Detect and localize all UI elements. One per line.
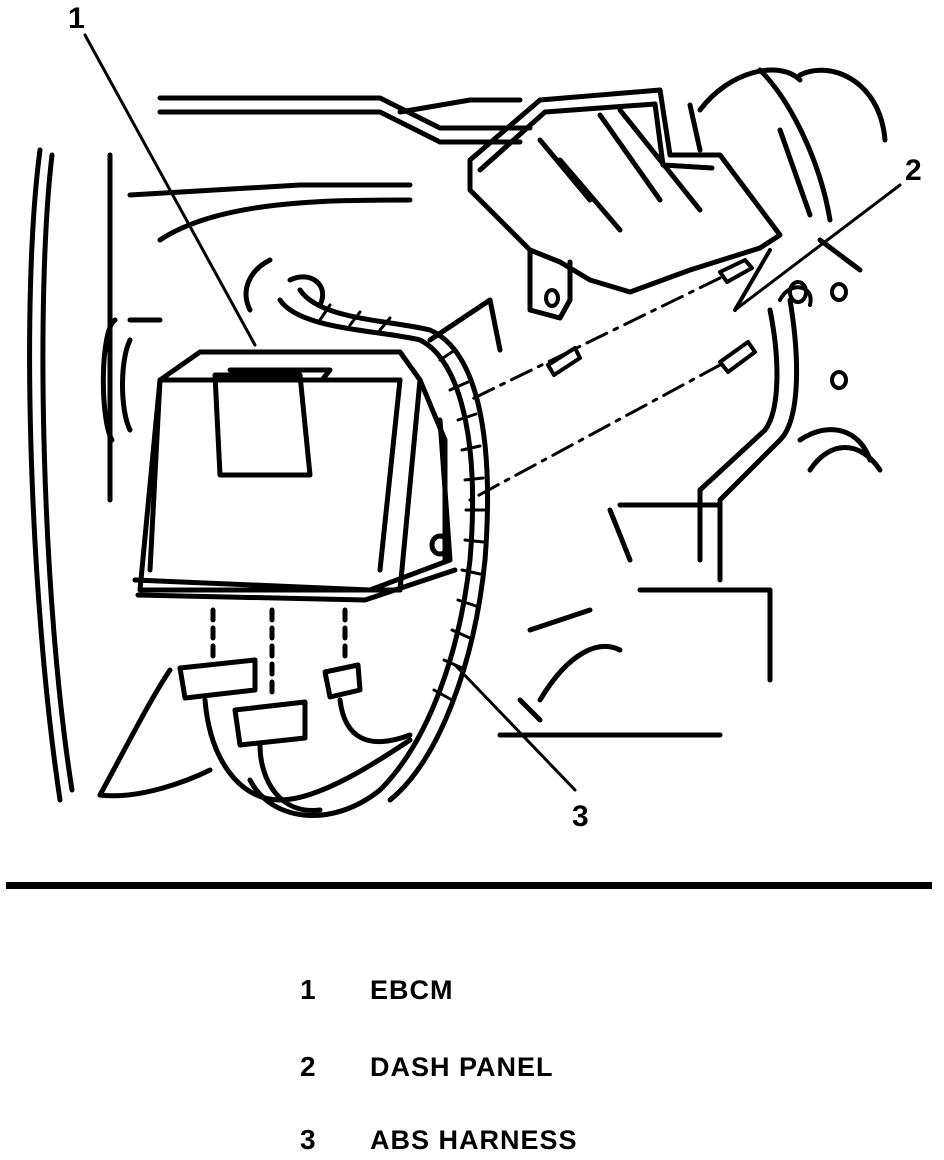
legend-row: 3 ABS HARNESS xyxy=(300,1120,578,1160)
ebcm-module xyxy=(132,349,458,603)
legend-number: 3 xyxy=(300,1124,317,1155)
mount-holes xyxy=(544,280,848,390)
legend-label: DASH PANEL xyxy=(370,1051,554,1082)
callout-2: 2 xyxy=(905,154,922,187)
separator-rule xyxy=(6,882,932,889)
ebcm-connectors xyxy=(177,607,363,748)
legend-number: 2 xyxy=(300,1051,317,1082)
mounting-studs xyxy=(468,248,772,502)
legend-number: 1 xyxy=(300,974,317,1005)
callout-1: 1 xyxy=(68,2,85,35)
dash-panel-outline xyxy=(27,67,888,803)
ebcm-diagram: 1 2 3 xyxy=(27,2,922,833)
legend-row: 1 EBCM xyxy=(300,970,454,1010)
leader-lines xyxy=(83,33,902,792)
dash-panel-bracket xyxy=(467,87,783,321)
callout-3: 3 xyxy=(572,800,589,833)
harness-wrap-marks xyxy=(318,303,486,702)
legend-label: EBCM xyxy=(370,974,454,1005)
abs-harness xyxy=(202,274,503,818)
legend-row: 2 DASH PANEL xyxy=(300,1047,554,1087)
legend-label: ABS HARNESS xyxy=(370,1124,578,1155)
